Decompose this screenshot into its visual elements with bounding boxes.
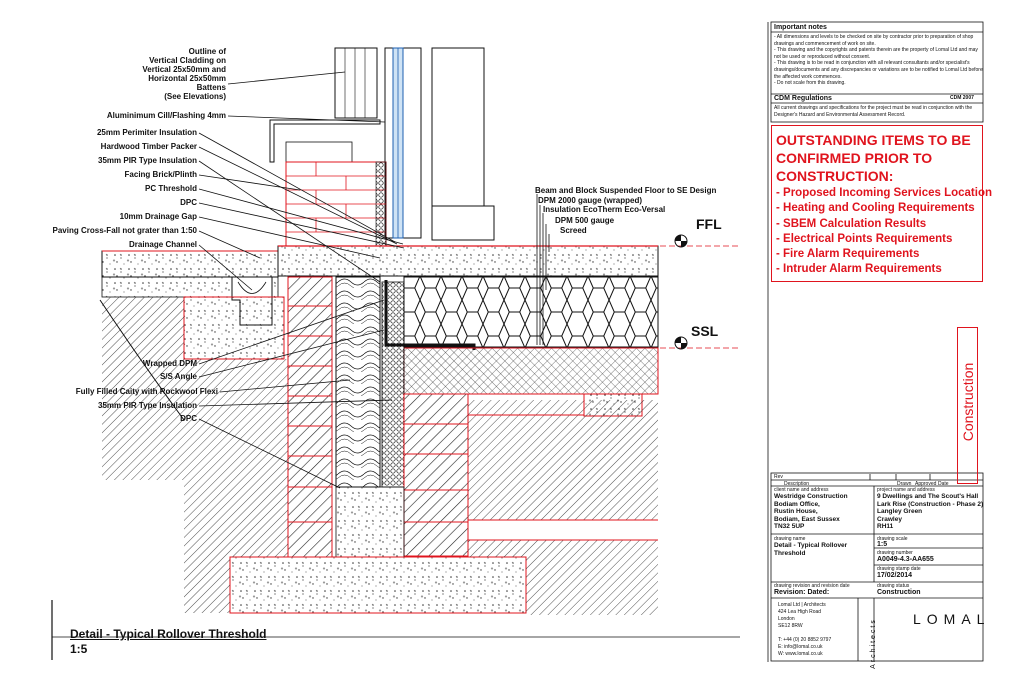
outstanding-title: OUTSTANDING ITEMS TO BE CONFIRMED PRIOR … <box>776 132 971 184</box>
label-pc-threshold: PC Threshold <box>144 184 197 193</box>
project-value: 9 Dwellings and The Scout's Hall Lark Ri… <box>877 493 984 530</box>
revision-value: Revision: Dated: <box>774 589 830 596</box>
label-dpc-lower: DPC <box>180 414 197 423</box>
lomal-logo: LOMAL <box>913 611 991 627</box>
label-pir-insulation-lower: 35mm PIR Type Insulation <box>98 401 197 410</box>
rev-header-description: Description <box>784 481 810 487</box>
important-notes-text: - All dimensions and levels to be checke… <box>774 34 983 87</box>
outstanding-item: - Electrical Points Requirements <box>776 232 953 245</box>
level-ssl: SSL <box>691 323 719 339</box>
label-cill: Aluminimum Cill/Flashing 4mm <box>106 111 226 120</box>
rev-header-drawn: Drawn <box>897 481 912 487</box>
number-value: A0049-4.3-AA655 <box>877 556 934 563</box>
project-label: project name and address <box>877 487 935 493</box>
architects-vertical: Architects <box>869 618 877 669</box>
outstanding-item: - Proposed Incoming Services Location <box>776 187 992 199</box>
cdm-title: CDM Regulations <box>774 95 832 102</box>
label-beam-block: Beam and Block Suspended Floor to SE Des… <box>535 186 717 195</box>
label-wrapped-dpm: Wrapped DPM <box>142 359 197 368</box>
drawing-scale: 1:5 <box>70 642 88 656</box>
scale-value: 1:5 <box>877 541 888 548</box>
label-facing-brick: Facing Brick/Plinth <box>124 170 197 179</box>
stamp-date-value: 17/02/2014 <box>877 572 913 579</box>
drawing-name-value: Detail - Typical Rollover Threshold <box>774 542 848 557</box>
company-contact: T: +44 (0) 20 8852 9797 E: info@lomal.co… <box>778 637 832 657</box>
cdm-year: CDM 2007 <box>950 95 974 101</box>
rev-header-approved: Approved <box>915 481 937 487</box>
label-screed: Screed <box>560 226 587 235</box>
rev-header-date: Date <box>938 481 949 487</box>
outstanding-item: - Heating and Cooling Requirements <box>776 202 975 215</box>
construction-stamp-text: Construction <box>960 362 976 442</box>
outstanding-items: - Proposed Incoming Services Location - … <box>776 186 992 278</box>
company-address: Lomal Ltd | Architects 424 Lea High Road… <box>778 602 826 629</box>
drawing-title: Detail - Typical Rollover Threshold <box>70 627 267 641</box>
rev-header-rev: Rev <box>774 474 783 480</box>
status-value: Construction <box>877 589 921 596</box>
label-drainage-gap: 10mm Drainage Gap <box>119 212 197 221</box>
outstanding-box <box>771 125 983 282</box>
label-cladding: Outline of Vertical Cladding on Vertical… <box>142 47 226 101</box>
revision-label: drawing revision and revision date <box>774 583 850 589</box>
label-pir-insulation: 35mm PIR Type Insulation <box>98 156 197 165</box>
label-timber-packer: Hardwood Timber Packer <box>100 142 197 151</box>
cdm-text: All current drawings and specifications … <box>774 105 973 118</box>
construction-stamp: Construction <box>957 327 978 484</box>
label-drainage-channel: Drainage Channel <box>128 240 197 249</box>
outstanding-item: - Fire Alarm Requirements <box>776 248 920 261</box>
status-label: drawing status <box>877 583 910 589</box>
label-ss-angle: S/S Angle <box>159 372 197 381</box>
client-label: client name and address <box>774 487 829 493</box>
label-ecotherm: Insulation EcoTherm Eco-Versal <box>543 205 666 214</box>
client-value: Westridge Construction Bodiam Office, Ru… <box>774 493 848 530</box>
label-perimeter-insulation: 25mm Perimiter Insulation <box>96 128 197 137</box>
level-ffl: FFL <box>696 216 722 232</box>
outstanding-item: - SBEM Calculation Results <box>776 217 927 230</box>
scale-label: drawing scale <box>877 536 908 542</box>
label-cavity-fill: Fully Filled Caity with Rockwool Flexi <box>75 387 218 396</box>
number-label: drawing number <box>877 550 913 556</box>
label-dpc: DPC <box>180 198 197 207</box>
label-dpm-2000: DPM 2000 gauge (wrapped) <box>538 196 643 205</box>
stamp-label: drawing stamp date <box>877 566 921 572</box>
important-notes-title: Important notes <box>774 24 827 31</box>
label-dpm-500: DPM 500 gauge <box>555 216 615 225</box>
outstanding-item: - Intruder Alarm Requirements <box>776 263 942 276</box>
label-paving: Paving Cross-Fall not grater than 1:50 <box>52 226 197 235</box>
drawing-name-label: drawing name <box>774 536 806 542</box>
